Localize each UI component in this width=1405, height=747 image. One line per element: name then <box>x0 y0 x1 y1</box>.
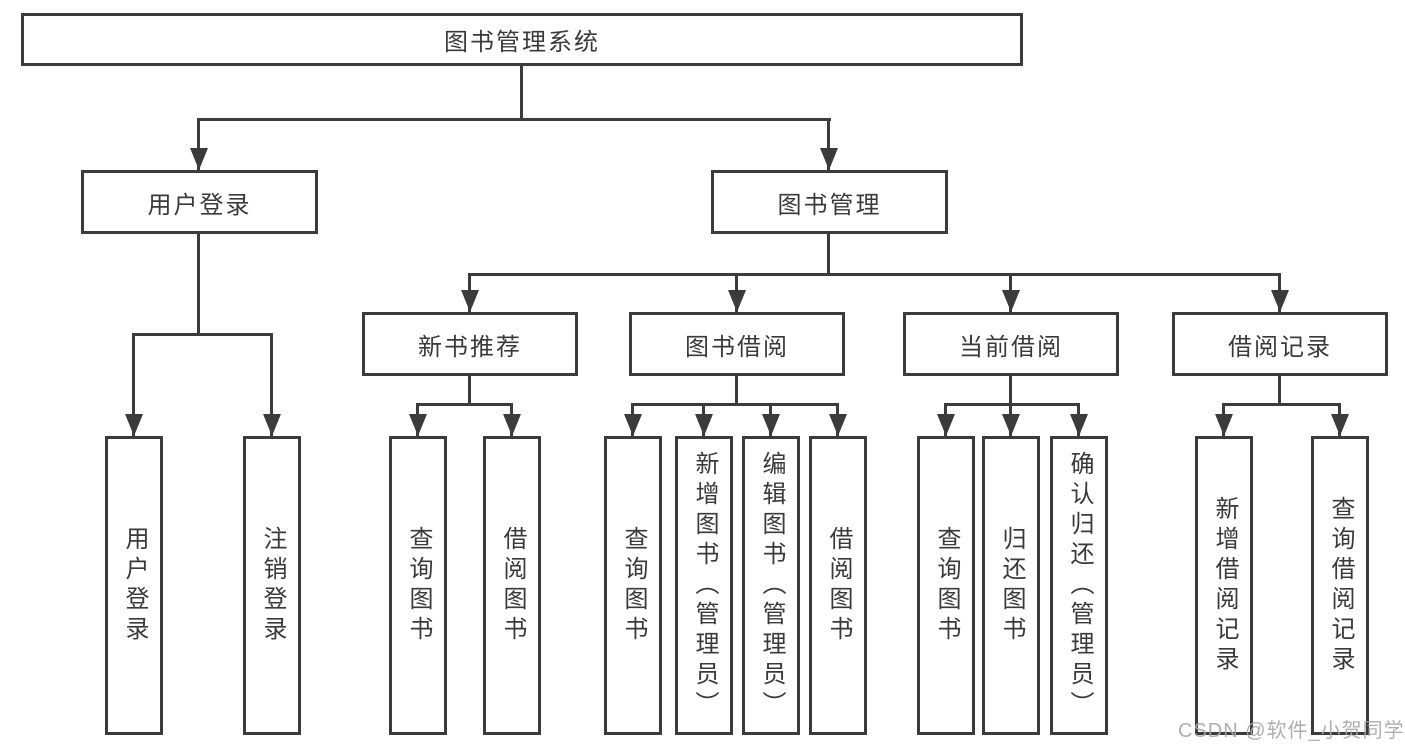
leaf-query-books-newbooks: 查询图书 <box>389 436 447 735</box>
arrow-down-icon <box>1271 290 1289 312</box>
node-label: 查询借阅记录 <box>1327 495 1354 676</box>
connector-user-stem <box>197 234 200 336</box>
arrow-down-icon <box>125 414 143 436</box>
connector-g1-rail <box>416 403 513 406</box>
arrow-down-icon <box>762 414 780 436</box>
node-label: 借阅图书 <box>825 525 852 646</box>
connector-g3-rail <box>944 403 1080 406</box>
leaf-borrow-books-borrow: 借阅图书 <box>809 436 867 735</box>
node-current-borrowing: 当前借阅 <box>903 312 1119 376</box>
leaf-query-books-current: 查询图书 <box>917 436 975 735</box>
arrow-down-icon <box>1215 414 1233 436</box>
leaf-return-books: 归还图书 <box>982 436 1040 735</box>
arrow-down-icon <box>829 414 847 436</box>
node-label: 归还图书 <box>998 525 1025 646</box>
node-new-books: 新书推荐 <box>362 312 578 376</box>
connector-book-rail <box>468 273 1281 276</box>
node-label: 确认归还（管理员） <box>1066 450 1093 721</box>
arrow-down-icon <box>820 148 838 170</box>
leaf-user-login: 用户登录 <box>105 436 163 735</box>
arrow-down-icon <box>1002 290 1020 312</box>
connector-g2-stem <box>735 376 738 406</box>
arrow-down-icon <box>1331 414 1349 436</box>
connector-root-left-drop <box>197 118 200 170</box>
leaf-borrow-books-newbooks: 借阅图书 <box>483 436 541 735</box>
arrow-down-icon <box>624 414 642 436</box>
leaf-edit-books-admin: 编辑图书（管理员） <box>742 436 800 735</box>
connector-root-right-drop <box>827 118 830 170</box>
arrow-down-icon <box>409 414 427 436</box>
leaf-confirm-return-admin: 确认归还（管理员） <box>1050 436 1108 735</box>
node-label: 用户登录 <box>121 525 148 646</box>
connector-g1-stem <box>468 376 471 406</box>
node-user-login: 用户登录 <box>81 170 318 234</box>
node-book-management: 图书管理 <box>711 170 948 234</box>
connector-g3-stem <box>1009 376 1012 406</box>
node-label: 借阅图书 <box>499 525 526 646</box>
connector-g2-rail <box>631 403 839 406</box>
arrow-down-icon <box>1070 414 1088 436</box>
leaf-add-borrow-record: 新增借阅记录 <box>1195 436 1253 735</box>
node-book-borrowing: 图书借阅 <box>629 312 845 376</box>
leaf-query-borrow-record: 查询借阅记录 <box>1311 436 1369 735</box>
connector-root-rail <box>197 118 831 121</box>
node-label: 查询图书 <box>933 525 960 646</box>
connector-g4-stem <box>1278 376 1281 406</box>
arrow-down-icon <box>728 290 746 312</box>
connector-user-rail <box>132 333 273 336</box>
node-label: 新增借阅记录 <box>1211 495 1238 676</box>
leaf-query-books-borrow: 查询图书 <box>604 436 662 735</box>
leaf-add-books-admin: 新增图书（管理员） <box>675 436 733 735</box>
node-borrow-records: 借阅记录 <box>1172 312 1388 376</box>
arrow-down-icon <box>503 414 521 436</box>
arrow-down-icon <box>937 414 955 436</box>
arrow-down-icon <box>190 148 208 170</box>
arrow-down-icon <box>461 290 479 312</box>
node-label: 编辑图书（管理员） <box>758 450 785 721</box>
arrow-down-icon <box>695 414 713 436</box>
node-root: 图书管理系统 <box>21 13 1023 66</box>
connector-user-drop-1 <box>132 333 135 436</box>
connector-book-stem <box>827 234 830 276</box>
leaf-logout: 注销登录 <box>243 436 301 735</box>
arrow-down-icon <box>263 414 281 436</box>
node-label: 查询图书 <box>620 525 647 646</box>
arrow-down-icon <box>1002 414 1020 436</box>
connector-user-drop-2 <box>270 333 273 436</box>
watermark: CSDN @软件_小贺同学 <box>1178 720 1405 742</box>
node-label: 注销登录 <box>259 525 286 646</box>
connector-root-stem <box>520 66 523 120</box>
node-label: 新增图书（管理员） <box>691 450 718 721</box>
node-label: 查询图书 <box>405 525 432 646</box>
connector-g4-rail <box>1222 403 1341 406</box>
